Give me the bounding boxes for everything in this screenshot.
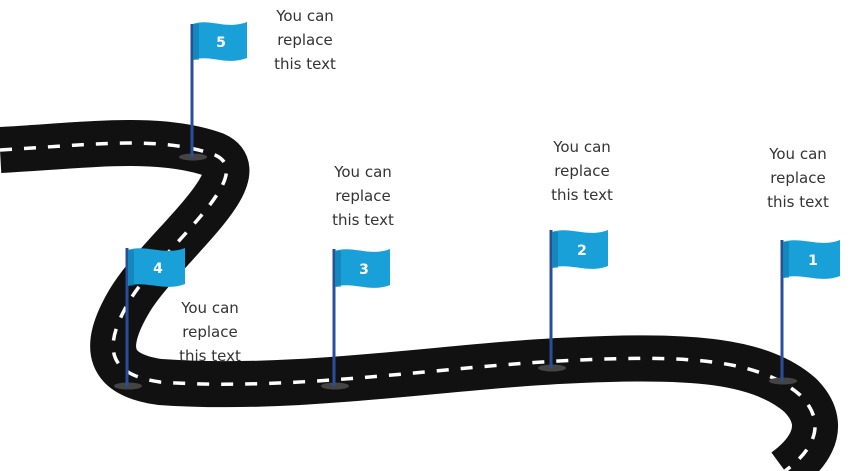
caption-line: this text xyxy=(527,183,637,207)
milestone-2-caption: You can replace this text xyxy=(527,135,637,207)
caption-line: You can xyxy=(155,296,265,320)
caption-line: You can xyxy=(743,142,853,166)
milestone-1-caption: You can replace this text xyxy=(743,142,853,214)
milestone-5-caption: You can replace this text xyxy=(250,4,360,76)
caption-line: You can xyxy=(308,160,418,184)
caption-line: replace xyxy=(155,320,265,344)
caption-line: You can xyxy=(527,135,637,159)
caption-line: this text xyxy=(155,344,265,368)
caption-line: this text xyxy=(250,52,360,76)
milestone-2-number: 2 xyxy=(577,243,587,259)
caption-line: replace xyxy=(250,28,360,52)
caption-line: this text xyxy=(308,208,418,232)
milestone-4-caption: You can replace this text xyxy=(155,296,265,368)
milestone-1-number: 1 xyxy=(808,253,818,269)
caption-line: You can xyxy=(250,4,360,28)
caption-line: replace xyxy=(743,166,853,190)
milestone-3-number: 3 xyxy=(359,262,369,278)
caption-line: replace xyxy=(527,159,637,183)
milestone-3-caption: You can replace this text xyxy=(308,160,418,232)
milestone-5-number: 5 xyxy=(216,35,226,51)
caption-line: this text xyxy=(743,190,853,214)
milestone-4-number: 4 xyxy=(153,261,163,277)
caption-line: replace xyxy=(308,184,418,208)
